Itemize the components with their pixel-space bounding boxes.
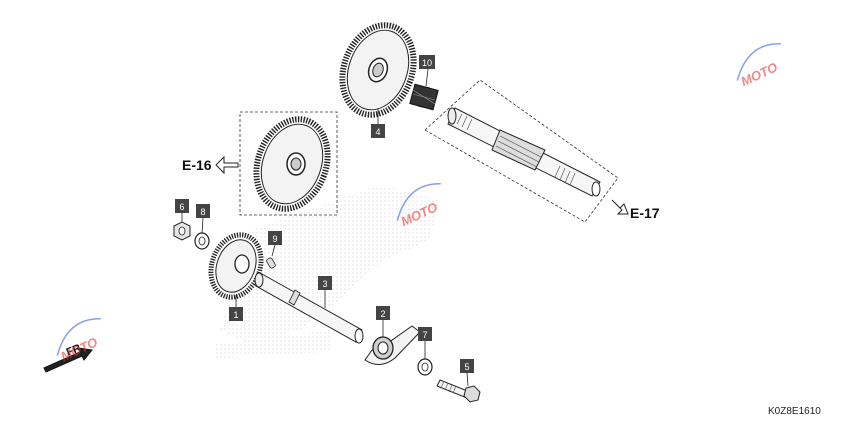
reference-e17: E-17 xyxy=(630,205,660,221)
reference-arrow-left xyxy=(215,155,239,175)
pin-part-9 xyxy=(266,257,276,269)
svg-text:2: 2 xyxy=(380,309,385,319)
svg-text:10: 10 xyxy=(422,58,432,68)
watermark-bottom-left: MOTO xyxy=(56,317,101,364)
svg-text:9: 9 xyxy=(272,234,277,244)
svg-text:4: 4 xyxy=(375,127,380,137)
part-code: K0Z8E1610 xyxy=(768,406,821,417)
svg-text:1: 1 xyxy=(233,310,238,320)
main-shaft-e17 xyxy=(447,107,601,197)
callout-1: 1 xyxy=(229,307,243,321)
gear-part-4 xyxy=(339,22,417,118)
callout-5: 5 xyxy=(460,359,474,373)
callout-9: 9 xyxy=(268,231,282,245)
callout-2: 2 xyxy=(376,306,390,320)
svg-text:6: 6 xyxy=(179,202,184,212)
callout-10: 10 xyxy=(419,55,435,69)
callout-6: 6 xyxy=(175,199,189,213)
bolt-part-5 xyxy=(436,379,481,403)
watermark-top-right: MOTO xyxy=(736,42,781,89)
gear-e16 xyxy=(253,116,331,212)
callout-8: 8 xyxy=(196,204,210,218)
gear-part-1 xyxy=(208,232,264,300)
arm-part-2 xyxy=(364,325,421,365)
nut-part-6 xyxy=(173,221,191,241)
callout-4: 4 xyxy=(371,124,385,138)
washer-part-8 xyxy=(194,232,210,250)
background-watermark-dots xyxy=(215,185,440,358)
shaft-part-3 xyxy=(254,272,364,344)
reference-e16: E-16 xyxy=(182,157,212,173)
washer-part-7 xyxy=(417,358,433,376)
front-direction-arrow xyxy=(43,347,93,373)
svg-text:8: 8 xyxy=(200,207,205,217)
svg-text:5: 5 xyxy=(464,362,469,372)
svg-text:3: 3 xyxy=(322,279,327,289)
callout-3: 3 xyxy=(318,276,332,290)
needle-bearing-part-10 xyxy=(409,83,439,111)
callout-7: 7 xyxy=(418,327,432,341)
dashed-box-shaft-e17 xyxy=(424,79,619,223)
svg-text:7: 7 xyxy=(422,330,427,340)
reference-arrow-right xyxy=(611,199,629,215)
